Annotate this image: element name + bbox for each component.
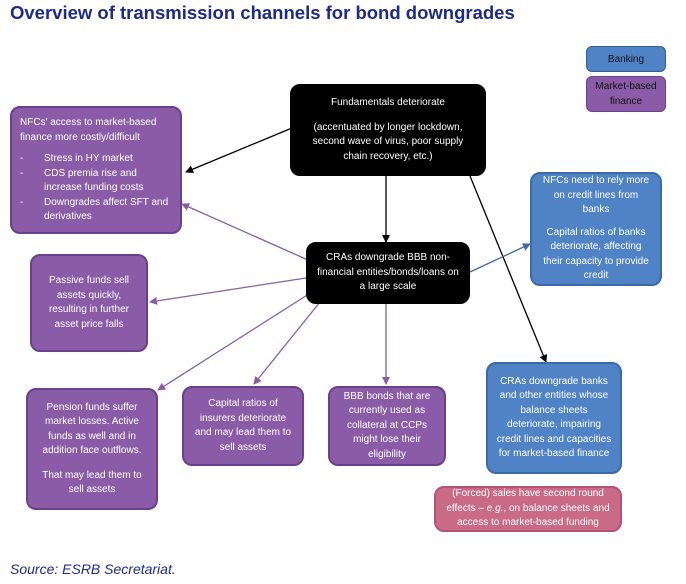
arrow-fundamentals-to-cras-banks xyxy=(469,175,548,363)
cras-banks-text: CRAs downgrade banks and other entities … xyxy=(496,375,612,460)
node-nfcs-access-market-finance: NFCs' access to market-based finance mor… xyxy=(10,106,182,234)
node-cras-downgrade-banks: CRAs downgrade banks and other entities … xyxy=(486,362,622,474)
pension-funds-text-2: That may lead them to sell assets xyxy=(42,469,142,496)
legend-market-based: Market-based finance xyxy=(586,76,666,112)
forced-sales-eg: e.g. xyxy=(486,502,504,514)
node-nfcs-credit-lines: NFCs need to rely more on credit lines f… xyxy=(530,172,662,286)
arrow-cras-bbb-to-nfcs-credit xyxy=(469,243,531,273)
fundamentals-heading: Fundamentals deteriorate xyxy=(331,97,445,108)
node-pension-funds: Pension funds suffer market losses. Acti… xyxy=(26,388,158,510)
source-note: Source: ESRB Secretariat. xyxy=(10,561,176,577)
nfcs-access-heading: NFCs' access to market-based finance mor… xyxy=(20,117,157,143)
forced-sales-text: (Forced) sales have second round effects… xyxy=(444,487,612,531)
pension-funds-text-1: Pension funds suffer market losses. Acti… xyxy=(42,401,142,457)
bbb-collateral-text: BBB bonds that are currently used as col… xyxy=(343,390,431,460)
arrow-cras-bbb-to-pension-funds xyxy=(157,291,313,391)
arrow-cras-bbb-to-nfcs-access xyxy=(181,203,309,261)
node-forced-sales: (Forced) sales have second round effects… xyxy=(434,486,622,532)
node-passive-funds: Passive funds sell assets quickly, resul… xyxy=(30,254,148,352)
legend-market-based-label: Market-based finance xyxy=(595,81,657,107)
passive-funds-text: Passive funds sell assets quickly, resul… xyxy=(48,275,130,330)
legend-banking: Banking xyxy=(586,46,666,72)
page-title: Overview of transmission channels for bo… xyxy=(10,2,515,23)
forced-sales-post: , on balance sheets and access to market… xyxy=(457,502,610,529)
arrow-cras-bbb-to-insurers xyxy=(253,301,321,385)
nfcs-access-bullet: Stress in HY market xyxy=(20,152,172,167)
nfcs-access-bullets: Stress in HY market CDS premia rise and … xyxy=(20,152,172,225)
forced-sales-pre: (Forced) sales have second round effects… xyxy=(446,488,604,514)
cras-bbb-text: CRAs downgrade BBB non-financial entitie… xyxy=(317,252,459,293)
nfcs-access-bullet: Downgrades affect SFT and derivatives xyxy=(20,196,172,225)
nfcs-credit-text-2: Capital ratios of banks deteriorate, aff… xyxy=(543,226,649,282)
node-cras-downgrade-bbb: CRAs downgrade BBB non-financial entitie… xyxy=(306,242,470,304)
node-insurers-capital: Capital ratios of insurers deteriorate a… xyxy=(182,386,304,466)
fundamentals-detail: (accentuated by longer lockdown, second … xyxy=(312,121,464,162)
legend-banking-label: Banking xyxy=(607,53,645,65)
arrow-cras-bbb-to-passive-funds xyxy=(149,277,307,305)
insurers-text: Capital ratios of insurers deteriorate a… xyxy=(194,398,292,453)
nfcs-credit-text-1: NFCs need to rely more on credit lines f… xyxy=(542,175,650,216)
arrow-fundamentals-to-nfcs-access xyxy=(185,127,293,174)
nfcs-access-bullet: CDS premia rise and increase funding cos… xyxy=(20,167,172,196)
node-fundamentals-deteriorate: Fundamentals deteriorate (accentuated by… xyxy=(290,84,486,176)
node-bbb-collateral: BBB bonds that are currently used as col… xyxy=(328,386,446,466)
